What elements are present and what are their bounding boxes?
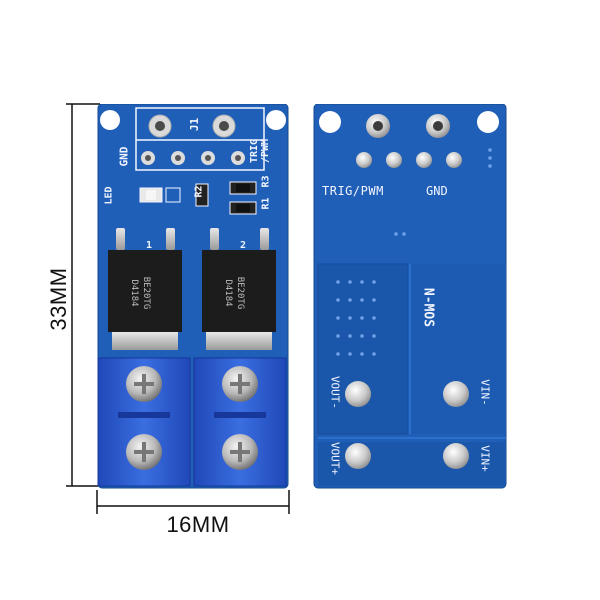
width-dimension-label: 16MM	[166, 512, 230, 537]
back-board	[313, 104, 507, 489]
silk-r1: R1	[260, 197, 272, 210]
silk-back-vin-plus: VIN+	[478, 445, 492, 472]
mounting-hole	[100, 110, 120, 130]
solder-joint-vin-minus	[443, 381, 469, 407]
mosfet-q1	[108, 228, 182, 350]
silk-q1: 1	[146, 240, 153, 251]
mosfet-q2-marking-2: BE20TG	[235, 276, 245, 310]
silk-gnd: GND	[117, 146, 131, 167]
mosfet-q1-marking-1: D4184	[129, 279, 139, 307]
silk-back-vin-minus: VIN-	[478, 379, 492, 406]
silk-back-vout-minus: VOUT-	[328, 375, 342, 410]
silk-back-nmos: N-MOS	[420, 287, 436, 328]
mounting-hole	[319, 111, 341, 133]
solder-joint-vout-minus	[345, 381, 371, 407]
terminal-block-right	[193, 357, 287, 487]
silk-back-trig-pwm: TRIG/PWM	[322, 184, 384, 198]
height-dimension-label: 33MM	[46, 267, 71, 331]
header-pin	[356, 152, 372, 168]
silk-q2: 2	[240, 240, 247, 251]
mounting-hole	[477, 111, 499, 133]
solder-joint-vin-plus	[443, 443, 469, 469]
silk-trig-pwm: TRIG /PWM	[249, 138, 272, 164]
solder-joint-vout-plus	[345, 443, 371, 469]
header-pin	[416, 152, 432, 168]
mosfet-q2-marking-1: D4184	[223, 279, 233, 307]
silk-led: LED	[103, 186, 115, 205]
mounting-hole	[266, 110, 286, 130]
mosfet-q1-marking-2: BE20TG	[141, 276, 151, 310]
front-board	[97, 104, 289, 489]
header-pin	[386, 152, 402, 168]
silk-back-gnd: GND	[426, 184, 448, 198]
mosfet-q2	[202, 228, 276, 350]
silk-back-vout-plus: VOUT+	[328, 441, 342, 476]
silk-r2: R2	[193, 185, 205, 198]
header-pin	[446, 152, 462, 168]
terminal-block-left	[97, 357, 191, 487]
silk-r3: R3	[260, 175, 272, 188]
silk-j1: J1	[188, 117, 202, 132]
resistor-r2	[195, 183, 209, 207]
